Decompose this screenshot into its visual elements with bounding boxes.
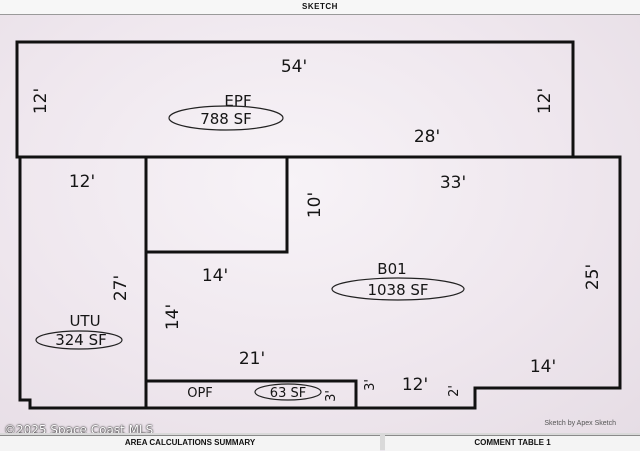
sketch-credit: Sketch by Apex Sketch (544, 420, 616, 427)
b01-dim-step-b: 12' (402, 375, 428, 395)
comment-table-panel: COMMENT TABLE 1 (385, 435, 640, 451)
epf-dim-top: 54' (281, 57, 307, 77)
summary-bar: AREA CALCULATIONS SUMMARY COMMENT TABLE … (0, 433, 640, 451)
opf-outline (144, 379, 358, 410)
b01-dim-step-c: 2' (447, 385, 462, 397)
floor-plan-drawing: 54' 12' 12' 28' EPF 788 SF 12' 27' UTU 3… (15, 40, 622, 410)
area-calculations-panel: AREA CALCULATIONS SUMMARY (0, 435, 380, 451)
epf-dim-inner: 28' (414, 127, 440, 147)
opf-name: OPF (187, 386, 213, 401)
sketch-title: SKETCH (302, 2, 338, 11)
b01-dim-bottom: 21' (239, 349, 265, 369)
epf-dim-right: 12' (535, 88, 555, 114)
opf-dim-right: 3' (324, 390, 339, 402)
sketch-title-bar: SKETCH (0, 0, 640, 15)
utu-outline (18, 155, 148, 410)
utu-dim-right: 27' (111, 275, 131, 301)
opf-area: 63 SF (270, 386, 306, 401)
b01-dim-notch-h: 14' (202, 266, 228, 286)
b01-dim-top: 33' (440, 173, 466, 193)
utu-area: 324 SF (55, 331, 107, 349)
b01-name: B01 (377, 260, 406, 278)
b01-dim-bottom-right: 14' (530, 357, 556, 377)
comment-table-title: COMMENT TABLE 1 (474, 438, 551, 447)
b01-dim-right: 25' (583, 264, 603, 290)
sketch-canvas: 54' 12' 12' 28' EPF 788 SF 12' 27' UTU 3… (0, 15, 640, 433)
b01-area-oval (331, 277, 465, 301)
utu-area-oval (35, 330, 123, 350)
epf-area: 788 SF (200, 110, 252, 128)
utu-dim-top: 12' (69, 172, 95, 192)
utu-name: UTU (69, 312, 100, 330)
b01-dim-left: 14' (163, 304, 183, 330)
epf-dim-left: 12' (31, 88, 51, 114)
area-calculations-title: AREA CALCULATIONS SUMMARY (124, 438, 256, 447)
epf-area-oval (168, 105, 284, 131)
opf-area-oval (254, 383, 322, 401)
b01-area: 1038 SF (367, 281, 428, 299)
b01-dim-notch-v: 10' (305, 192, 325, 218)
b01-dim-step-a: 3' (363, 379, 378, 391)
